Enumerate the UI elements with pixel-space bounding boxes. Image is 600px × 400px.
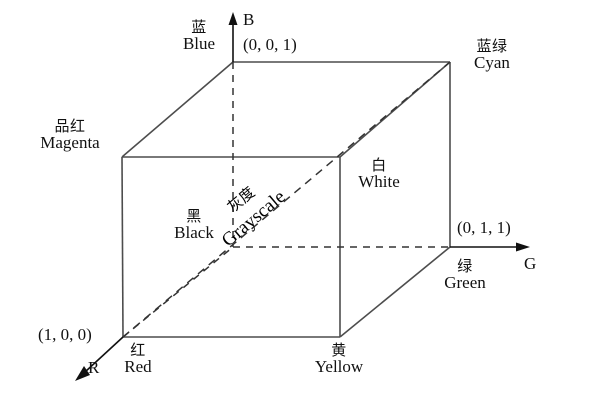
- label-magenta: 品红 Magenta: [22, 118, 118, 153]
- edge-white-cyan: [339, 61, 451, 158]
- label-blue-cn: 蓝: [191, 18, 207, 36]
- cube-hidden-edges: [122, 62, 450, 338]
- cube-solid-edges: [121, 61, 451, 338]
- label-cyan-en: Cyan: [474, 53, 510, 73]
- label-magenta-cn: 品红: [54, 117, 86, 135]
- axis-label-r: R: [88, 358, 100, 377]
- label-black-cn: 黑: [186, 207, 202, 225]
- label-yellow-en: Yellow: [314, 357, 364, 377]
- label-red: 红 Red: [111, 342, 165, 377]
- axis-label-g: G: [524, 254, 537, 273]
- label-white: 白 White: [348, 157, 410, 192]
- edge-red-black-dashed: [122, 246, 234, 338]
- axis-label-b: B: [243, 10, 255, 29]
- edge-yellow-green: [339, 246, 451, 338]
- label-green-en: Green: [444, 273, 486, 293]
- coord-blue: (0, 0, 1): [243, 35, 297, 54]
- edge-magenta-blue: [121, 61, 234, 158]
- label-white-cn: 白: [371, 156, 387, 174]
- label-green-cn: 绿: [457, 257, 473, 275]
- coord-green: (0, 1, 1): [457, 218, 511, 237]
- label-red-en: Red: [124, 357, 152, 377]
- axis-r-line: [84, 336, 124, 373]
- coord-red: (1, 0, 0): [38, 325, 92, 344]
- label-blue: 蓝 Blue: [168, 19, 230, 54]
- grayscale-line: [122, 61, 451, 338]
- label-blue-en: Blue: [182, 34, 216, 54]
- label-white-en: White: [358, 172, 400, 192]
- axis-b-arrowhead: [228, 12, 238, 25]
- label-cyan-cn: 蓝绿: [476, 37, 508, 55]
- label-black-en: Black: [174, 223, 214, 243]
- axis-g-arrowhead: [516, 242, 530, 252]
- axis-lines: [75, 12, 530, 381]
- label-yellow-cn: 黄: [331, 341, 347, 359]
- label-red-cn: 红: [130, 341, 146, 359]
- label-magenta-en: Magenta: [40, 133, 100, 153]
- label-yellow: 黄 Yellow: [300, 342, 378, 377]
- grayscale-diagonal: [122, 61, 451, 338]
- label-cyan: 蓝绿 Cyan: [456, 38, 528, 73]
- label-green: 绿 Green: [432, 258, 498, 293]
- edge-red-magenta: [121, 156, 124, 338]
- label-black: 黑 Black: [163, 208, 225, 243]
- axis-r-arrowhead: [75, 366, 90, 381]
